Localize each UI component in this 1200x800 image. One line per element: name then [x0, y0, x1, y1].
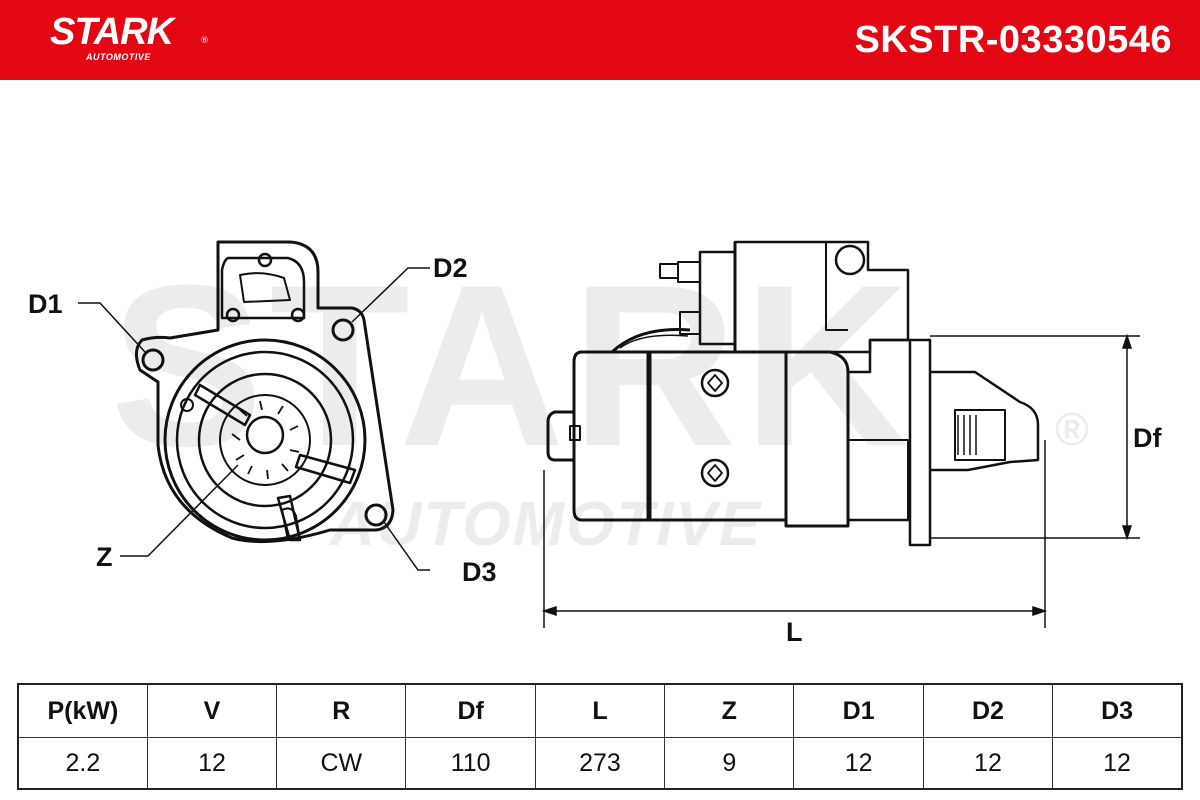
spec-header-d2: D2 [922, 683, 1054, 738]
spec-header-power: P(kW) [17, 683, 148, 738]
header-bar: STARK ® AUTOMOTIVE SKSTR-03330546 [0, 0, 1200, 80]
watermark-sub: AUTOMOTIVE [328, 490, 762, 559]
logo-registered-mark: ® [200, 36, 209, 46]
spec-table: P(kW) V R Df L Z D1 D2 D3 2.2 12 CW 110 … [17, 683, 1183, 790]
label-df: Df [1133, 423, 1162, 453]
starter-front-view [135, 240, 395, 544]
watermark-brand: STARK [110, 237, 915, 494]
spec-value-rotation: CW [276, 737, 407, 790]
label-d2: D2 [433, 253, 468, 283]
spec-value-length: 273 [534, 737, 666, 790]
hole-d1 [141, 348, 165, 372]
spec-header-d3: D3 [1052, 683, 1183, 738]
logo-brand: STARK [50, 11, 174, 53]
spec-value-d1: 12 [793, 737, 924, 790]
spec-header-d1: D1 [793, 683, 924, 738]
spec-table-value-row: 2.2 12 CW 110 273 9 12 12 12 [17, 737, 1183, 790]
dimension-lines [541, 333, 1140, 628]
logo-subtitle: AUTOMOTIVE [86, 52, 151, 62]
spec-header-voltage: V [146, 683, 278, 738]
spec-value-power: 2.2 [17, 737, 148, 790]
label-d1: D1 [28, 289, 63, 319]
spec-value-d2: 12 [922, 737, 1054, 790]
label-l: L [786, 617, 803, 647]
label-z: Z [96, 542, 113, 572]
spec-value-teeth: 9 [664, 737, 795, 790]
spec-header-length: L [534, 683, 666, 738]
stark-logo: STARK ® AUTOMOTIVE [50, 12, 220, 64]
part-number: SKSTR-03330546 [854, 19, 1172, 61]
spec-header-teeth: Z [664, 683, 795, 738]
spec-header-df: Df [405, 683, 536, 738]
hole-d3 [364, 503, 388, 527]
label-d3: D3 [462, 557, 497, 587]
leader-lines-front [78, 267, 430, 571]
spec-value-df: 110 [405, 737, 536, 790]
watermark: STARK AUTOMOTIVE ® [110, 237, 1089, 559]
starter-side-view [546, 240, 1040, 547]
spec-value-voltage: 12 [146, 737, 278, 790]
technical-drawing: STARK AUTOMOTIVE ® [28, 237, 1162, 647]
spec-value-d3: 12 [1052, 737, 1183, 790]
spec-table-header-row: P(kW) V R Df L Z D1 D2 D3 [17, 683, 1183, 738]
spec-header-rotation: R [276, 683, 407, 738]
watermark-reg: ® [1055, 403, 1089, 455]
hole-d2 [331, 318, 355, 342]
